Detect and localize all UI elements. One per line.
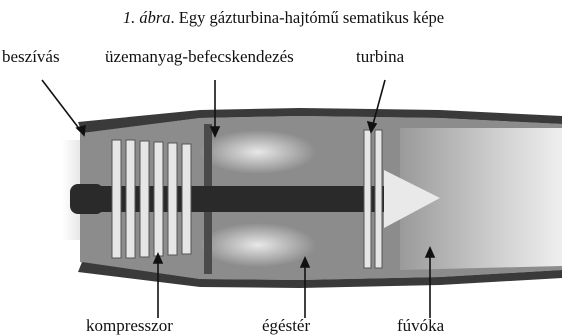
combustor-lower: [200, 223, 316, 267]
label-combustor: égéstér: [262, 316, 310, 336]
label-compressor: kompresszor: [86, 316, 173, 336]
nose-cone: [70, 184, 104, 214]
label-intake: beszívás: [2, 47, 60, 67]
label-nozzle: fúvóka: [397, 316, 444, 336]
pointer-intake: [42, 80, 84, 135]
combustor-upper: [200, 130, 316, 174]
label-fuel-injection: üzemanyag-befecskendezés: [105, 47, 294, 67]
label-turbine: turbina: [356, 47, 404, 67]
